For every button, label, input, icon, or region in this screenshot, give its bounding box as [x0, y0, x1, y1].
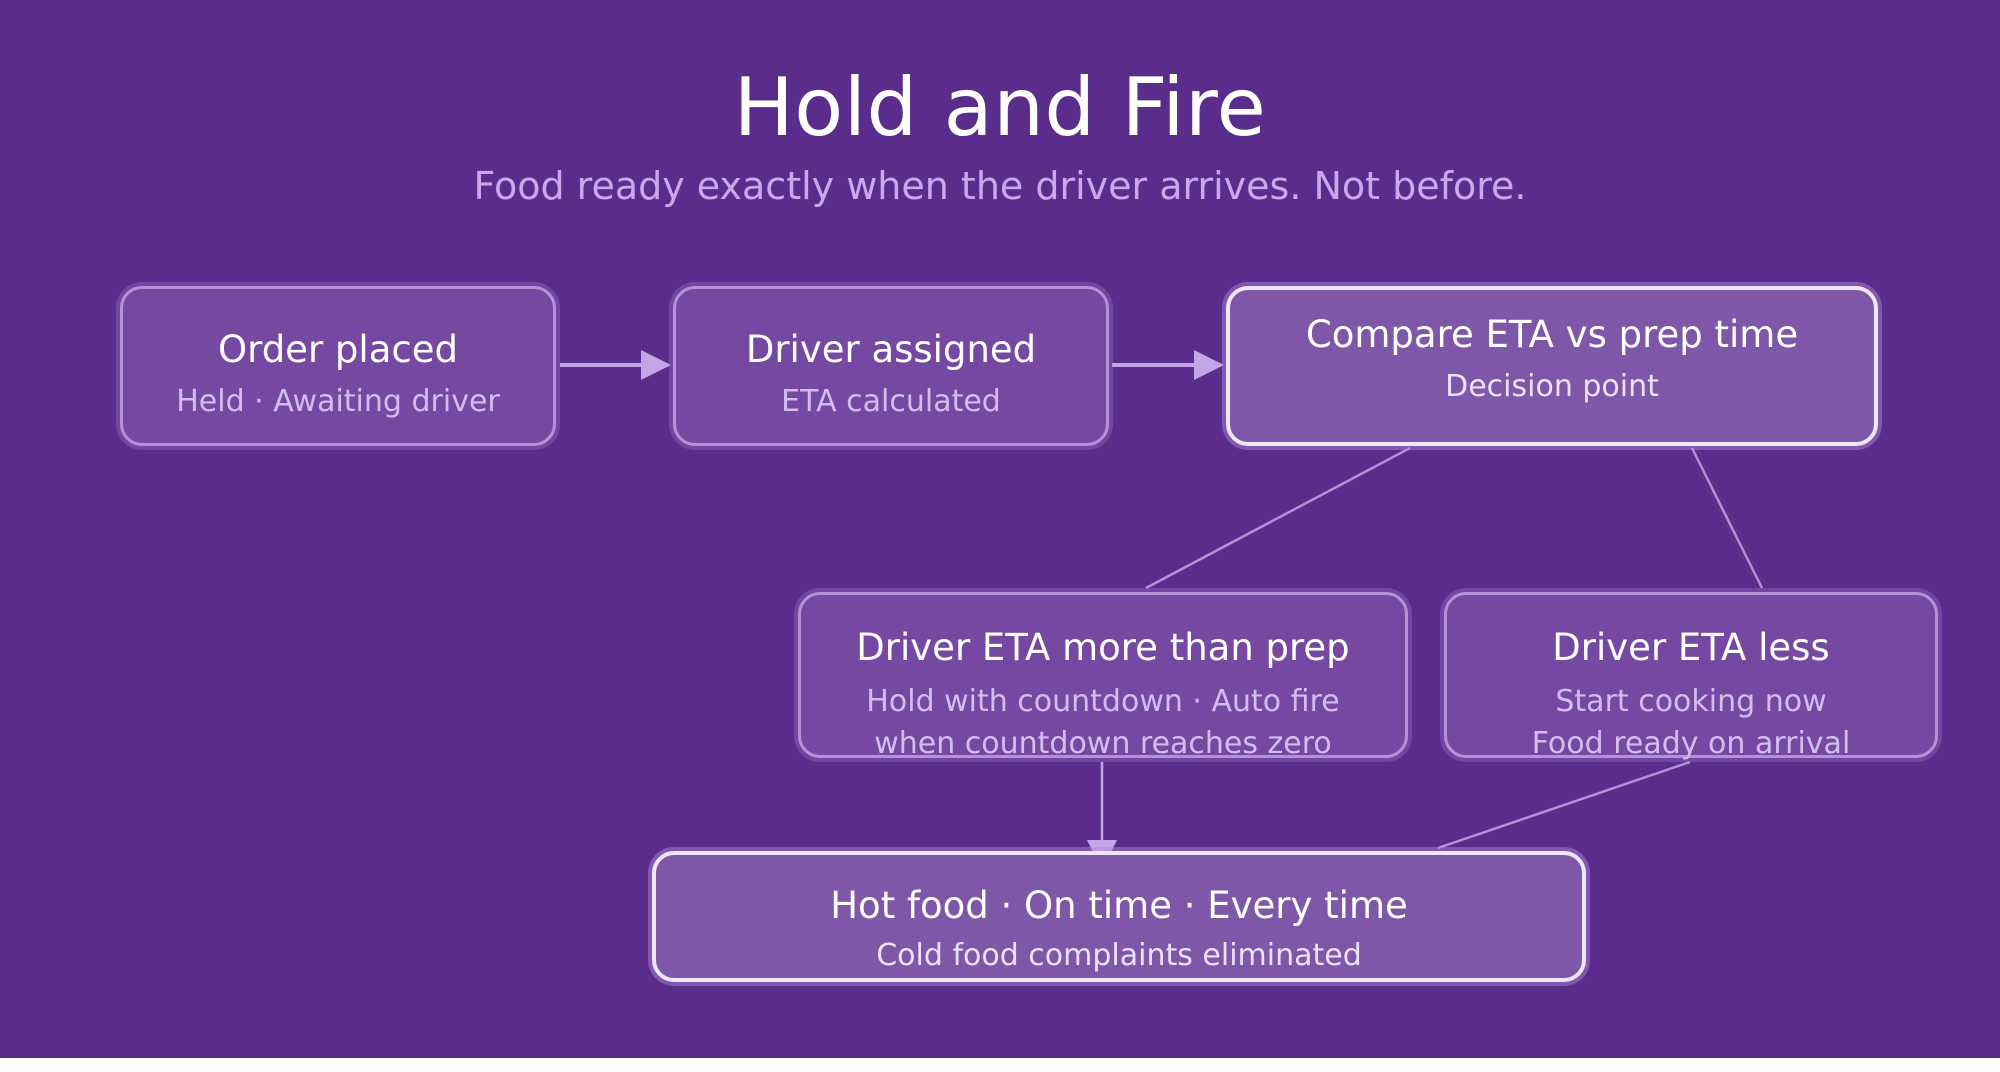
line-compare-to-more [1145, 446, 1411, 590]
node-compare-eta-subtitle: Decision point [1445, 369, 1659, 404]
node-eta-less: Driver ETA less Start cooking now Food r… [1444, 592, 1938, 761]
line-compare-to-less [1690, 447, 1764, 589]
node-driver-assigned-title: Driver assigned [745, 328, 1037, 371]
node-order-placed-subtitle: Held · Awaiting driver [176, 384, 500, 419]
node-eta-more-line-2: when countdown reaches zero [874, 726, 1332, 761]
node-order-placed-title: Order placed [218, 328, 458, 371]
node-eta-more: Driver ETA more than prep Hold with coun… [798, 592, 1408, 761]
node-result-title: Hot food · On time · Every time [830, 884, 1408, 927]
node-driver-assigned: Driver assigned ETA calculated [673, 286, 1109, 446]
node-eta-more-line-1: Hold with countdown · Auto fire [866, 684, 1340, 719]
line-less-to-result [1437, 760, 1691, 850]
node-result-subtitle: Cold food complaints eliminated [876, 938, 1362, 973]
diagram-title: Hold and Fire [733, 61, 1267, 154]
node-eta-less-line-1: Start cooking now [1555, 684, 1827, 719]
node-order-placed: Order placed Held · Awaiting driver [120, 286, 556, 446]
node-driver-assigned-subtitle: ETA calculated [781, 384, 1001, 419]
node-eta-more-title: Driver ETA more than prep [856, 626, 1350, 669]
node-result: Hot food · On time · Every time Cold foo… [652, 851, 1586, 982]
node-eta-less-title: Driver ETA less [1552, 626, 1830, 669]
node-compare-eta-title: Compare ETA vs prep time [1305, 313, 1799, 356]
node-compare-eta: Compare ETA vs prep time Decision point [1226, 286, 1878, 446]
node-eta-less-line-2: Food ready on arrival [1531, 726, 1851, 761]
diagram-subtitle: Food ready exactly when the driver arriv… [473, 164, 1527, 208]
